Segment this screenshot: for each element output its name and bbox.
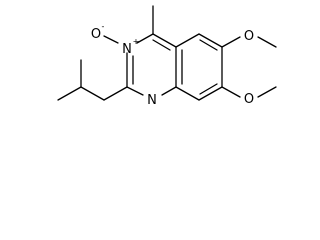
n-oxide-label: N xyxy=(122,42,132,57)
bond-c5-c6 xyxy=(198,33,223,48)
methoxy-o-upper-label: O xyxy=(244,29,254,44)
bond-c4-c4a-inner xyxy=(152,39,171,51)
n-oxide-charge: + xyxy=(133,37,140,46)
oxide-o-charge: - xyxy=(102,22,105,31)
bond-o-ch3-lower xyxy=(257,86,277,98)
ring-n-label: N xyxy=(147,93,157,108)
bond-n-oxide xyxy=(103,35,119,44)
methoxy-o-lower-label: O xyxy=(244,92,254,107)
bond-c4-c4a xyxy=(152,33,177,48)
bond-c7-c8-inner xyxy=(199,83,218,95)
bond-c6-o xyxy=(221,36,241,48)
chemical-structure: N + O - N O O xyxy=(57,5,277,108)
bond-o-ch3-upper xyxy=(257,36,277,48)
oxide-o-label: O xyxy=(91,27,101,42)
bond-c5-c6-inner xyxy=(199,39,218,51)
bond-c7-o xyxy=(221,86,241,98)
bond-ch-ch3-a xyxy=(57,86,82,101)
bond-c8-c8a xyxy=(175,86,200,101)
bond-c2-ch2 xyxy=(103,86,128,101)
bond-c7-c8 xyxy=(198,86,223,101)
bond-c4a-c5 xyxy=(175,33,200,48)
bond-ch2-ch xyxy=(80,86,105,101)
bond-c4-n3 xyxy=(136,33,154,44)
bond-n1-c8a xyxy=(161,86,177,96)
bond-c2-n1 xyxy=(126,86,144,96)
